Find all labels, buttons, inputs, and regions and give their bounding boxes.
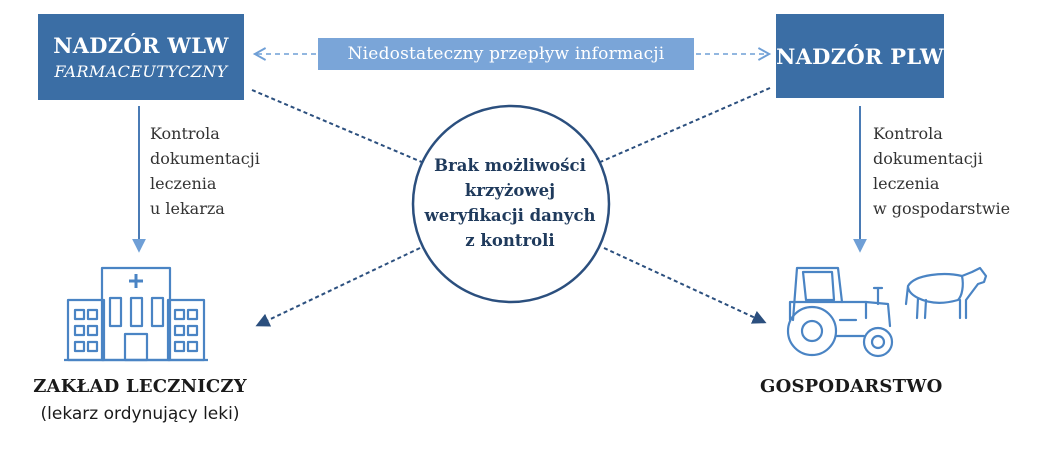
node-nadzor-wlw: NADZÓR WLW FARMACEUTYCZNY: [38, 14, 244, 100]
node-plw-title: NADZÓR PLW: [776, 43, 944, 69]
center-line: krzyżowej: [464, 181, 556, 200]
control-left-line: dokumentacji: [150, 149, 260, 168]
link-wlw-center: [251, 89, 425, 164]
center-line: Brak możliwości: [434, 156, 586, 175]
control-right-line: leczenia: [873, 174, 940, 193]
control-right-line: Kontrola: [873, 124, 943, 143]
hospital-icon: [64, 266, 208, 362]
center-circle: [411, 104, 611, 304]
center-line: z kontroli: [465, 231, 555, 250]
hospital-subtitle: (lekarz ordynujący leki): [40, 404, 240, 424]
arrow-center-farm: [603, 247, 767, 324]
node-nadzor-plw: NADZÓR PLW: [776, 14, 944, 98]
tractor-icon: [786, 266, 894, 358]
control-left-line: u lekarza: [150, 199, 225, 218]
center-label: Brak możliwości krzyżowej weryfikacji da…: [402, 153, 618, 253]
control-left-line: leczenia: [150, 174, 217, 193]
farm-title: GOSPODARSTWO: [760, 376, 943, 397]
info-flow-banner: Niedostateczny przepływ informacji: [318, 38, 694, 70]
control-left-label: Kontrola dokumentacji leczenia u lekarza: [150, 121, 260, 221]
node-wlw-subtitle: FARMACEUTYCZNY: [54, 62, 228, 81]
control-right-line: dokumentacji: [873, 149, 983, 168]
center-line: weryfikacji danych: [424, 206, 596, 225]
link-plw-center: [597, 87, 771, 164]
control-left-line: Kontrola: [150, 124, 220, 143]
hospital-title: ZAKŁAD LECZNICZY: [33, 376, 247, 397]
control-right-line: w gospodarstwie: [873, 199, 1011, 218]
cow-icon: [904, 266, 988, 320]
node-wlw-title: NADZÓR WLW: [53, 33, 229, 58]
control-right-label: Kontrola dokumentacji leczenia w gospoda…: [873, 121, 1010, 221]
arrow-center-hospital: [255, 247, 421, 327]
